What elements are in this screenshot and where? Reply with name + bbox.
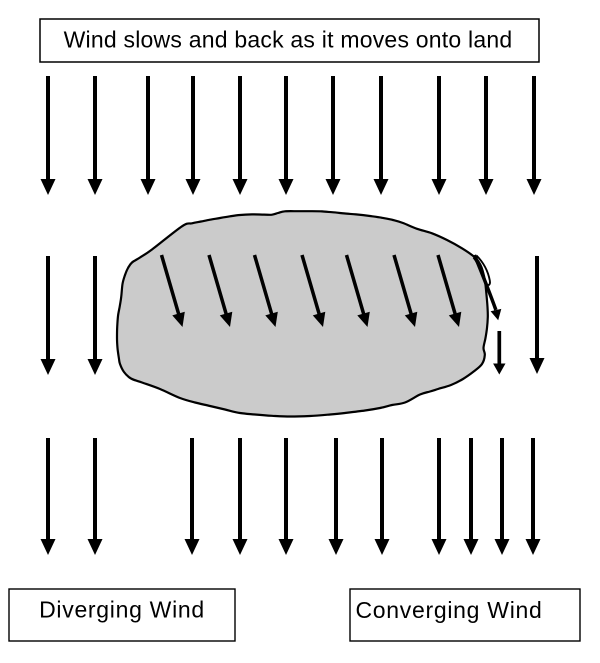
svg-text:Wind slows and back as it move: Wind slows and back as it moves onto lan… [64,27,513,53]
svg-text:Diverging Wind: Diverging Wind [39,597,205,623]
svg-text:Converging Wind: Converging Wind [355,597,542,623]
